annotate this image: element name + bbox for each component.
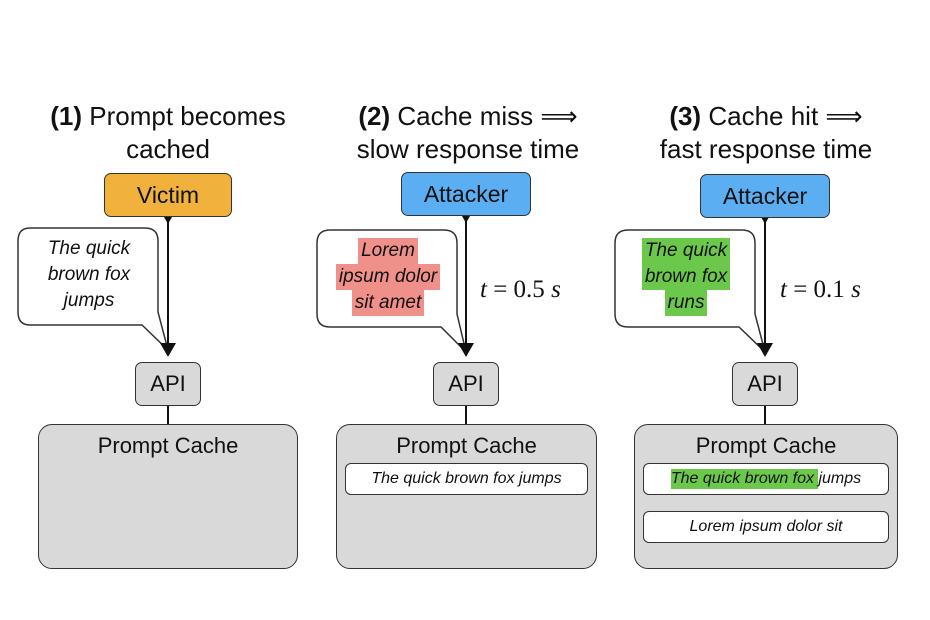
cache-entry: The quick brown fox jumps	[345, 463, 588, 495]
prompt-line: runs	[664, 290, 708, 316]
prompt-line: ipsum dolor	[335, 264, 441, 290]
panel-1-title: (1) Prompt becomes cached	[18, 100, 318, 166]
title-line-1: Prompt becomes	[89, 101, 286, 131]
title-line-1: Cache hit ⟹	[708, 101, 863, 131]
prompt-cache-box: Prompt Cache The quick brown fox jumps L…	[634, 424, 898, 569]
time-variable: t	[780, 276, 787, 303]
title-line-2: fast response time	[659, 134, 873, 164]
cache-entry-text: The quick brown fox jumps	[371, 470, 562, 487]
prompt-line: The quick	[47, 238, 131, 259]
attacker-prompt-text: Lorem ipsum dolor sit amet	[319, 238, 457, 316]
api-box: API	[135, 362, 201, 406]
attacker-box: Attacker	[401, 172, 531, 216]
api-box: API	[433, 362, 499, 406]
api-label: API	[150, 371, 186, 396]
panel-3-title: (3) Cache hit ⟹ fast response time	[616, 100, 916, 166]
prompt-cache-box: Prompt Cache	[38, 424, 298, 569]
time-value: = 0.5	[486, 276, 552, 303]
prompt-line: Lorem	[358, 238, 418, 264]
prompt-line: brown fox	[47, 264, 131, 285]
attacker-box: Attacker	[700, 174, 830, 218]
cache-hit-suffix: jumps	[818, 470, 862, 487]
prompt-cache-title: Prompt Cache	[97, 433, 239, 458]
response-time: t = 0.5 s	[480, 276, 561, 304]
time-unit: s	[551, 276, 561, 303]
prompt-line: The quick	[641, 238, 731, 264]
time-unit: s	[851, 276, 861, 303]
response-time: t = 0.1 s	[780, 276, 861, 304]
step-number: (2)	[358, 101, 391, 131]
cache-entry: Lorem ipsum dolor sit	[643, 511, 889, 543]
title-line-1: Cache miss ⟹	[397, 101, 578, 131]
prompt-line: jumps	[63, 290, 115, 311]
step-number: (1)	[50, 101, 82, 131]
victim-prompt-text: The quick brown fox jumps	[20, 236, 158, 314]
api-box: API	[732, 362, 798, 406]
prompt-cache-title: Prompt Cache	[396, 433, 537, 458]
attacker-label: Attacker	[423, 180, 509, 207]
attacker-label: Attacker	[722, 182, 808, 209]
prompt-line: brown fox	[641, 264, 731, 290]
prompt-cache-title: Prompt Cache	[695, 433, 837, 458]
prompt-line: sit amet	[351, 290, 425, 316]
cache-entry-hit: The quick brown fox jumps	[643, 463, 889, 495]
panel-2-title: (2) Cache miss ⟹ slow response time	[318, 100, 618, 166]
prompt-cache-box: Prompt Cache The quick brown fox jumps	[336, 424, 597, 569]
time-variable: t	[480, 276, 487, 303]
victim-label: Victim	[136, 181, 200, 208]
speech-bubble	[17, 227, 170, 353]
victim-box: Victim	[104, 173, 232, 217]
attacker-prompt-text: The quick brown fox runs	[617, 238, 755, 316]
step-number: (3)	[669, 101, 702, 131]
time-value: = 0.1	[786, 276, 852, 303]
title-line-2: cached	[126, 134, 210, 164]
cache-hit-prefix: The quick brown fox	[670, 469, 819, 489]
api-label: API	[747, 371, 783, 396]
api-label: API	[448, 371, 484, 396]
title-line-2: slow response time	[356, 134, 580, 164]
cache-entry-text: Lorem ipsum dolor sit	[689, 518, 843, 535]
